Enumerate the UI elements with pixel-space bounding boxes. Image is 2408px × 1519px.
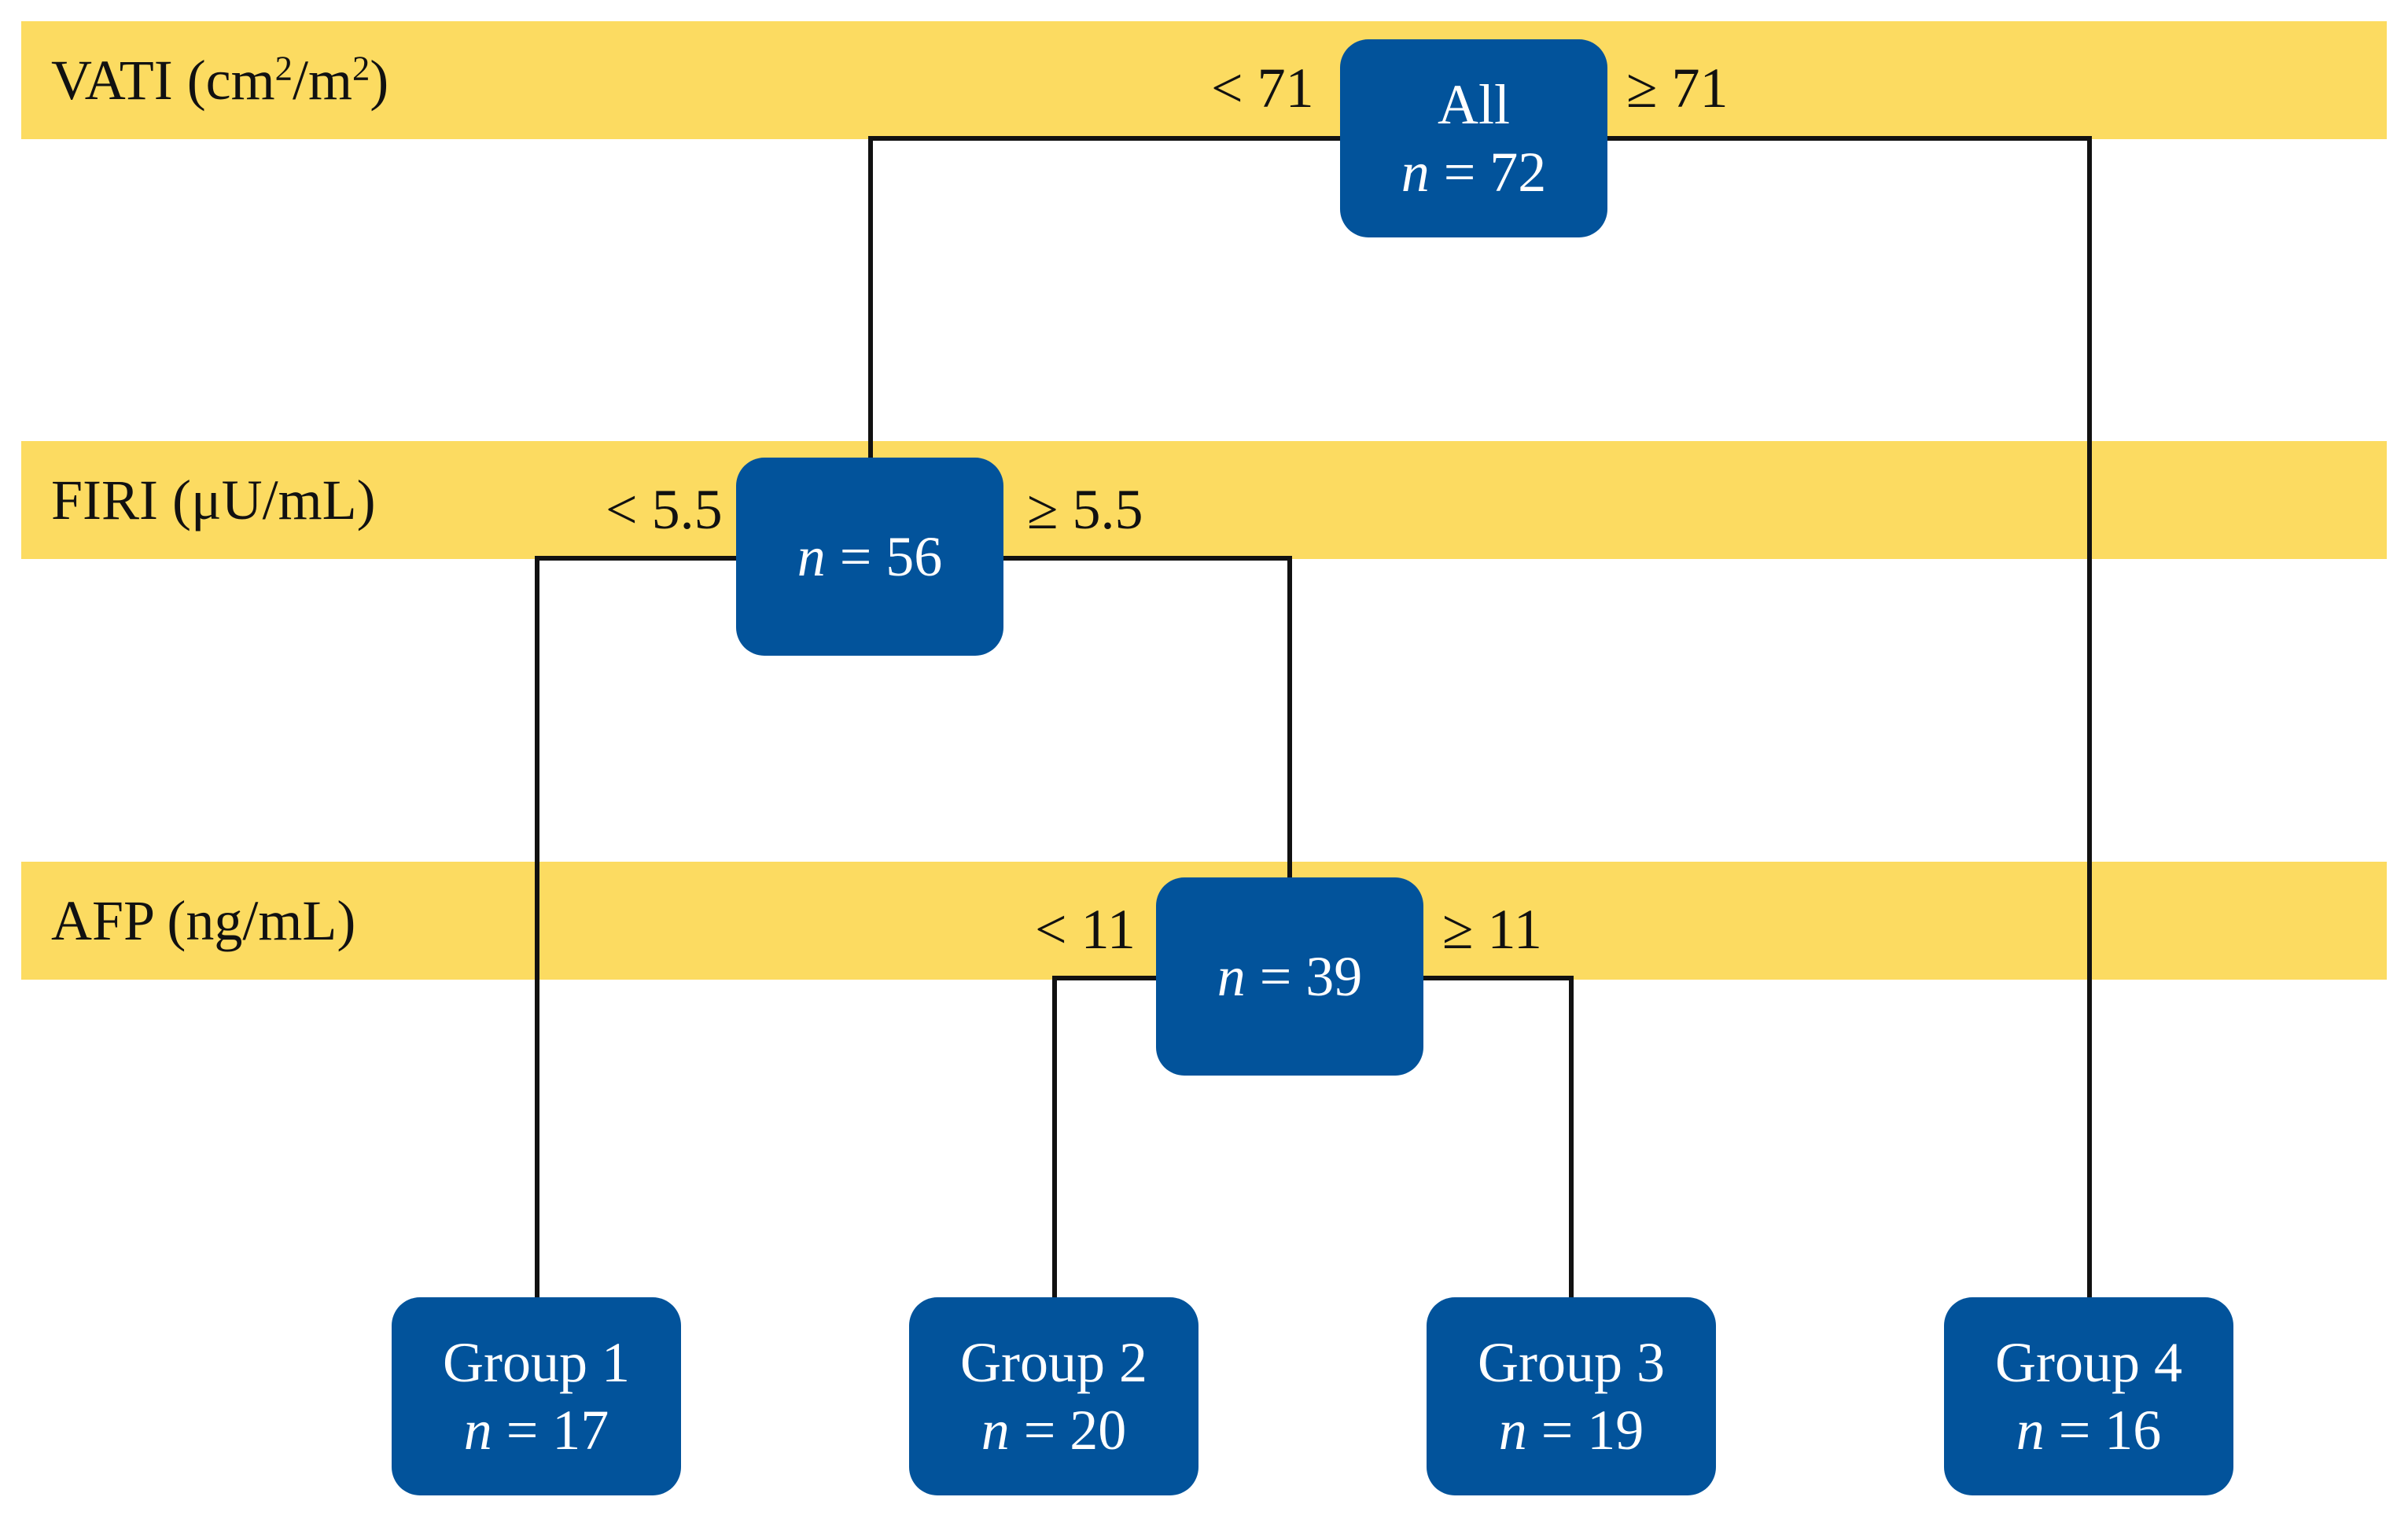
node-title: Group 4 <box>1995 1331 2182 1394</box>
node-firi: n = 56 <box>736 458 1003 656</box>
connector-firi-high <box>1000 556 1292 883</box>
split-label-afp-low: < 11 <box>1035 898 1136 961</box>
level-label-afp: AFP (ng/mL) <box>51 889 356 952</box>
node-count: n = 72 <box>1401 141 1547 204</box>
node-title: Group 1 <box>443 1331 630 1394</box>
connector-afp-low <box>1052 976 1162 1308</box>
connector-afp-high <box>1419 976 1574 1308</box>
level-band-firi: FIRI (μU/mL) <box>21 441 2387 559</box>
split-label-firi-low: < 5.5 <box>606 478 723 541</box>
connector-root-high <box>1602 136 2092 1308</box>
split-label-afp-high: ≥ 11 <box>1442 898 1542 961</box>
node-root-all: All n = 72 <box>1340 39 1607 237</box>
node-title: Group 3 <box>1478 1331 1665 1394</box>
node-count: n = 19 <box>1498 1399 1644 1462</box>
node-title: All <box>1437 73 1510 136</box>
node-title: Group 2 <box>960 1331 1147 1394</box>
node-count: n = 39 <box>1217 945 1363 1008</box>
connector-root-low <box>868 136 1347 463</box>
node-group-3: Group 3 n = 19 <box>1427 1297 1716 1495</box>
node-group-4: Group 4 n = 16 <box>1944 1297 2233 1495</box>
node-count: n = 56 <box>797 525 943 588</box>
node-count: n = 17 <box>463 1399 609 1462</box>
level-label-firi: FIRI (μU/mL) <box>51 469 376 531</box>
node-count: n = 20 <box>981 1399 1127 1462</box>
connector-firi-low <box>535 556 742 1308</box>
split-label-vati-low: < 71 <box>1211 57 1314 120</box>
split-label-firi-high: ≥ 5.5 <box>1027 478 1143 541</box>
node-group-2: Group 2 n = 20 <box>909 1297 1198 1495</box>
level-label-vati: VATI (cm2/m2) <box>51 48 389 112</box>
level-band-vati: VATI (cm2/m2) <box>21 21 2387 139</box>
node-group-1: Group 1 n = 17 <box>392 1297 681 1495</box>
node-afp: n = 39 <box>1156 877 1423 1076</box>
node-count: n = 16 <box>2016 1399 2162 1462</box>
split-label-vati-high: ≥ 71 <box>1626 57 1729 120</box>
